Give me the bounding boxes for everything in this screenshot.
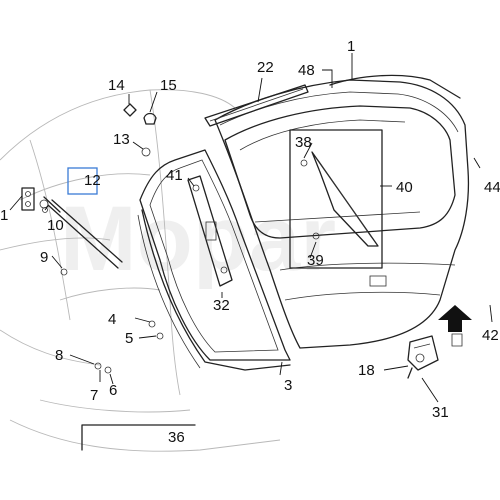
callout-41: 41 (166, 167, 183, 184)
fastener-38 (300, 159, 308, 167)
fasteners-top (123, 103, 157, 157)
callout-15: 15 (160, 77, 177, 94)
gas-strut (39, 196, 123, 269)
callout-8: 8 (55, 347, 63, 364)
callout-31: 31 (432, 404, 449, 421)
arrow-icon (438, 305, 472, 347)
callout-36: 36 (168, 429, 185, 446)
callout-42: 42 (482, 327, 499, 344)
callout-32: 32 (213, 297, 230, 314)
callout-38: 38 (295, 134, 312, 151)
liftgate-opening (137, 149, 291, 371)
callout-labels: 1 1 3 4 5 6 7 8 9 10 12 13 14 15 18 22 3… (0, 38, 500, 446)
liftgate-panel (214, 74, 470, 349)
callout-14: 14 (108, 77, 125, 94)
latch-18 (407, 335, 439, 379)
callout-4: 4 (108, 311, 116, 328)
callout-7: 7 (90, 387, 98, 404)
callout-3: 3 (284, 377, 292, 394)
box-36 (81, 424, 196, 451)
detail-box-40 (289, 129, 383, 269)
callout-5: 5 (125, 330, 133, 347)
callout-48: 48 (298, 62, 315, 79)
callout-12[interactable]: 12 (84, 172, 101, 189)
callout-6: 6 (109, 382, 117, 399)
callout-39: 39 (307, 252, 324, 269)
trim-32 (187, 175, 233, 287)
fastener-39 (312, 232, 320, 240)
callout-44: 44 (484, 179, 500, 196)
vehicle-body-ghost (0, 89, 281, 452)
callout-40: 40 (396, 179, 413, 196)
callout-1: 1 (347, 38, 355, 55)
highlight-box-12[interactable] (67, 167, 98, 195)
callout-18: 18 (358, 362, 375, 379)
fasteners-lower (42, 207, 164, 374)
roof-strip-22 (204, 84, 309, 127)
callout-13: 13 (113, 131, 130, 148)
leader-lines (9, 53, 493, 403)
callout-22: 22 (257, 59, 274, 76)
hinge-part-1 (21, 187, 35, 211)
wedge-part (311, 151, 379, 247)
callout-1-left: 1 (0, 207, 8, 224)
callout-9: 9 (40, 249, 48, 266)
callout-10: 10 (47, 217, 64, 234)
